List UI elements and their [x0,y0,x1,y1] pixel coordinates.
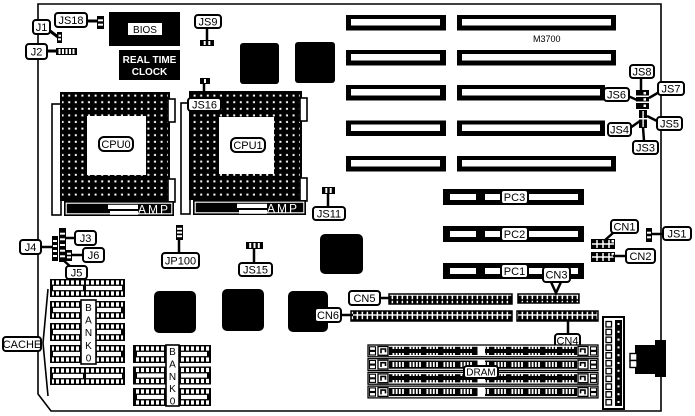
svg-text:JS3: JS3 [636,143,655,155]
svg-text:J1: J1 [36,22,48,34]
svg-text:J2: J2 [31,47,43,59]
svg-text:N: N [85,328,92,339]
svg-text:A: A [85,316,92,327]
svg-text:CN2: CN2 [629,251,651,263]
svg-text:JS11: JS11 [317,209,341,221]
svg-text:CN6: CN6 [317,310,339,322]
svg-text:PC3: PC3 [504,192,525,204]
svg-text:J5: J5 [71,268,83,280]
svg-text:PC2: PC2 [504,229,525,241]
svg-text:A: A [169,359,176,370]
svg-text:AMP: AMP [267,202,299,216]
svg-text:J3: J3 [80,233,92,245]
svg-text:PC1: PC1 [504,266,525,278]
svg-text:CPU1: CPU1 [233,140,262,152]
svg-text:JS4: JS4 [610,125,629,137]
svg-text:CLOCK: CLOCK [132,67,168,78]
svg-text:JS9: JS9 [199,17,218,29]
svg-text:J6: J6 [88,250,100,262]
svg-text:0: 0 [86,353,92,364]
svg-text:CN3: CN3 [545,270,567,282]
svg-text:CPU0: CPU0 [101,139,130,151]
svg-text:AMP: AMP [138,203,170,217]
svg-text:JS7: JS7 [662,84,681,96]
svg-text:K: K [169,384,176,395]
svg-text:CN1: CN1 [613,222,635,234]
svg-text:0: 0 [170,397,176,408]
svg-text:CACHE: CACHE [3,339,42,351]
svg-text:BIOS: BIOS [133,25,157,36]
svg-text:CN5: CN5 [353,293,375,305]
svg-text:DRAM: DRAM [466,368,495,379]
svg-text:J4: J4 [25,242,37,254]
svg-text:JS1: JS1 [668,229,687,241]
svg-text:JS18: JS18 [58,15,83,27]
svg-text:B: B [169,347,176,358]
svg-text:N: N [169,372,176,383]
svg-text:JS16: JS16 [192,100,217,112]
svg-text:K: K [85,341,92,352]
svg-text:REAL TIME: REAL TIME [123,55,177,66]
svg-text:JS15: JS15 [243,265,268,277]
svg-text:M3700: M3700 [533,34,561,44]
svg-text:JS5: JS5 [660,119,679,131]
svg-text:B: B [85,303,92,314]
svg-text:JS6: JS6 [607,90,626,102]
svg-text:JP100: JP100 [165,256,196,268]
svg-text:JS8: JS8 [633,67,652,79]
